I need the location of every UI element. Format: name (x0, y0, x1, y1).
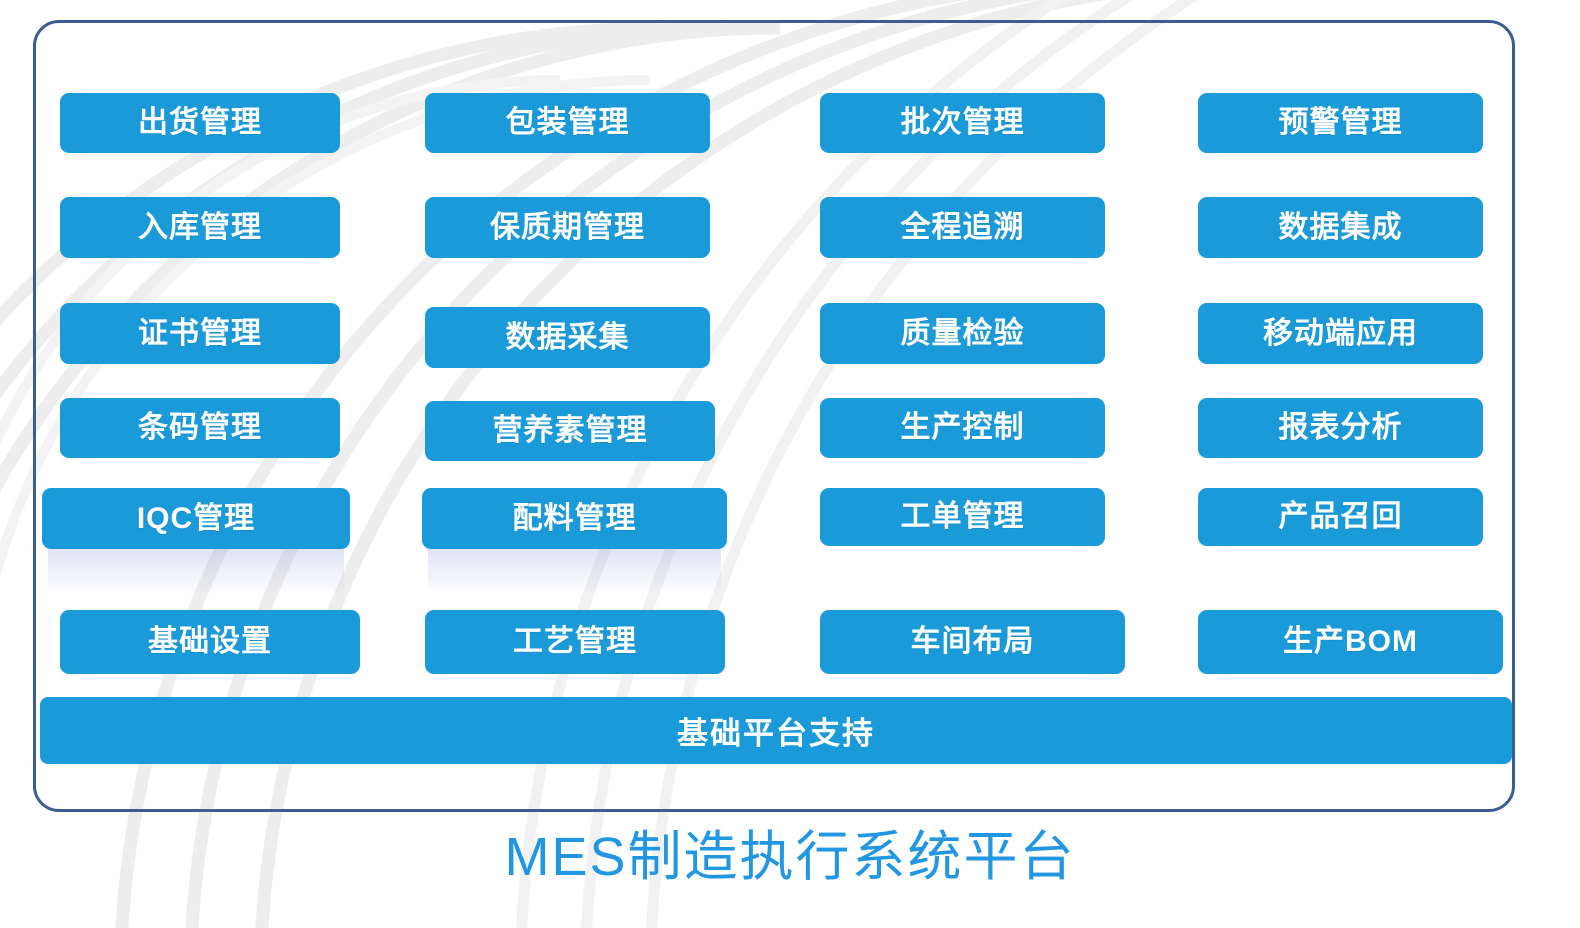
module-button-zhengshu-guanli[interactable]: 证书管理 (60, 303, 340, 364)
module-button-baozhuang-guanli[interactable]: 包装管理 (425, 93, 710, 153)
module-button-shuju-caiji[interactable]: 数据采集 (425, 307, 710, 368)
module-button-shengchan-bom[interactable]: 生产BOM (1198, 610, 1503, 674)
module-button-yingyangsu-guanli[interactable]: 营养素管理 (425, 401, 715, 461)
module-button-shengchan-kongzhi[interactable]: 生产控制 (820, 398, 1105, 458)
module-button-chuhuo-guanli[interactable]: 出货管理 (60, 93, 340, 153)
module-button-cheijian-buju[interactable]: 车间布局 (820, 610, 1125, 674)
module-button-shuju-jicheng[interactable]: 数据集成 (1198, 197, 1483, 258)
module-button-ruku-guanli[interactable]: 入库管理 (60, 197, 340, 258)
module-button-gongyi-guanli[interactable]: 工艺管理 (425, 610, 725, 674)
module-button-peiliao-guanli[interactable]: 配料管理 (422, 488, 727, 595)
diagram-caption-title: MES制造执行系统平台 (504, 827, 1076, 887)
base-platform-support-bar[interactable]: 基础平台支持 (40, 697, 1512, 764)
module-button-tiaoma-guanli[interactable]: 条码管理 (60, 398, 340, 458)
module-button-zhiliang-jianyan[interactable]: 质量检验 (820, 303, 1105, 364)
module-button-quancheng-zhuisu[interactable]: 全程追溯 (820, 197, 1105, 258)
module-button-pici-guanli[interactable]: 批次管理 (820, 93, 1105, 153)
module-button-jichu-shezhi[interactable]: 基础设置 (60, 610, 360, 674)
module-button-gongdan-guanli[interactable]: 工单管理 (820, 488, 1105, 546)
module-button-chanpin-zhaohui[interactable]: 产品召回 (1198, 488, 1483, 546)
module-button-baobiao-fenxi[interactable]: 报表分析 (1198, 398, 1483, 458)
module-button-iqc-guanli[interactable]: IQC管理 (42, 488, 350, 595)
module-button-yujing-guanli[interactable]: 预警管理 (1198, 93, 1483, 153)
module-button-baozhiqi-guanli[interactable]: 保质期管理 (425, 197, 710, 258)
module-button-yidongduan-yingyong[interactable]: 移动端应用 (1198, 303, 1483, 364)
